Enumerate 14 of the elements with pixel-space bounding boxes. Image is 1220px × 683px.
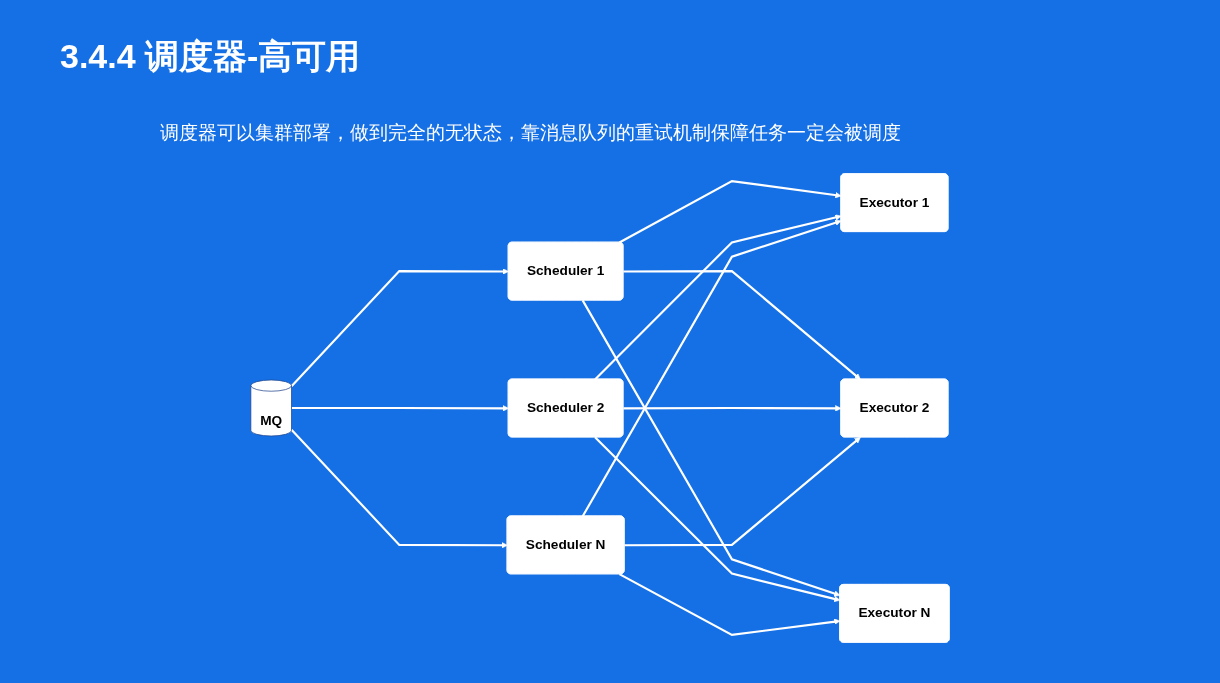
- arrow: [623, 405, 842, 412]
- arrow: [594, 214, 842, 381]
- arrow: [290, 429, 508, 549]
- arrow: [624, 437, 861, 547]
- description-text: 调度器可以集群部署，做到完全的无状态，靠消息队列的重试机制保障任务一定会被调度: [160, 121, 901, 145]
- arrow: [618, 573, 841, 636]
- arrow: [581, 299, 841, 597]
- arrow: [291, 405, 509, 412]
- arrow: [290, 268, 509, 387]
- arrow: [594, 436, 841, 602]
- arrow: [581, 219, 842, 517]
- arrow: [618, 180, 842, 244]
- slide-title: 3.4.4 调度器-高可用: [60, 36, 361, 77]
- arrow: [623, 270, 861, 380]
